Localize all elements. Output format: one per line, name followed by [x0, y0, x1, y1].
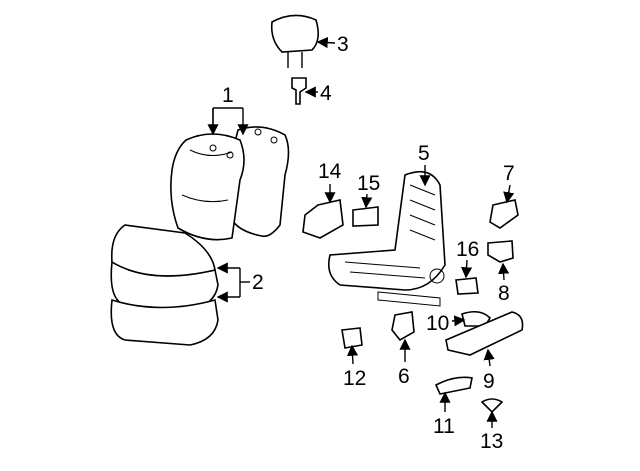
- callout-5: 5: [418, 142, 430, 165]
- callout-14: 14: [318, 160, 342, 183]
- part-6[interactable]: [391, 311, 415, 342]
- headrest-guide-part[interactable]: [291, 77, 307, 105]
- seat-frame-part[interactable]: [327, 170, 446, 307]
- callout-16: 16: [456, 238, 479, 261]
- seat-back-cover-part[interactable]: [170, 126, 290, 241]
- bracket-8-part[interactable]: [487, 240, 514, 263]
- callout-4: 4: [320, 82, 332, 105]
- callout-1: 1: [222, 84, 234, 107]
- part-12[interactable]: [341, 327, 363, 349]
- side-shield-part[interactable]: [445, 311, 524, 356]
- callout-9: 9: [483, 370, 495, 393]
- part-16[interactable]: [455, 277, 479, 295]
- callout-8: 8: [498, 282, 510, 305]
- callout-13: 13: [480, 430, 503, 453]
- callout-7: 7: [503, 162, 515, 185]
- callout-3: 3: [337, 33, 349, 56]
- leader-lines: [207, 36, 515, 428]
- part-15[interactable]: [352, 206, 379, 227]
- callout-15: 15: [357, 172, 380, 195]
- bracket-7-part[interactable]: [489, 199, 519, 229]
- part-11[interactable]: [434, 376, 473, 395]
- seat-cushion-cover-part[interactable]: [110, 224, 219, 346]
- callout-10: 10: [426, 312, 449, 335]
- callout-12: 12: [343, 367, 366, 390]
- part-13[interactable]: [480, 398, 504, 414]
- callout-11: 11: [433, 415, 455, 438]
- part-14[interactable]: [302, 199, 344, 239]
- callout-2: 2: [252, 271, 264, 294]
- headrest-part[interactable]: [270, 14, 320, 68]
- callout-6: 6: [398, 365, 410, 388]
